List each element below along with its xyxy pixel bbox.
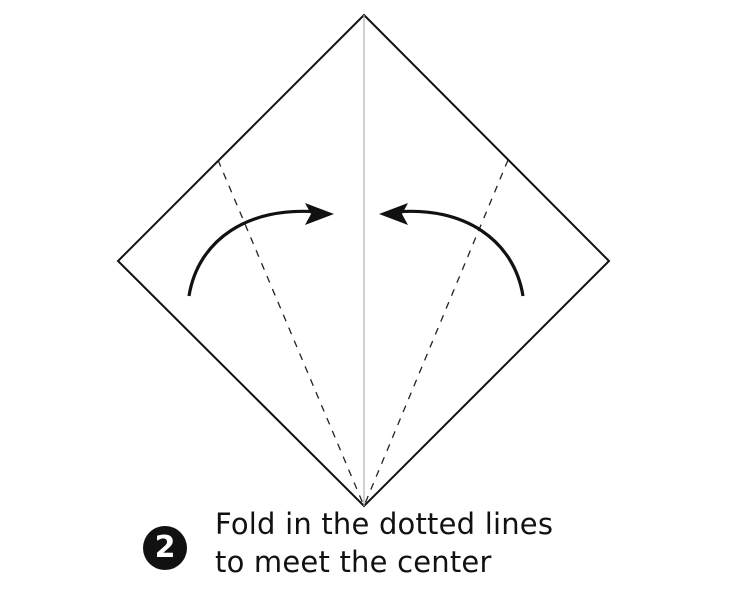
instruction-caption: Fold in the dotted lines to meet the cen… (215, 505, 553, 581)
instruction-line-1: Fold in the dotted lines (215, 507, 554, 541)
left-fold-dashed-line (217, 159, 365, 507)
curved-arrow-right-icon (187, 203, 334, 297)
instruction-line-2: to meet the center (215, 545, 492, 579)
curved-arrow-left-icon (379, 203, 525, 297)
step-number-badge: 2 (143, 526, 187, 570)
right-fold-dashed-line (363, 159, 509, 507)
